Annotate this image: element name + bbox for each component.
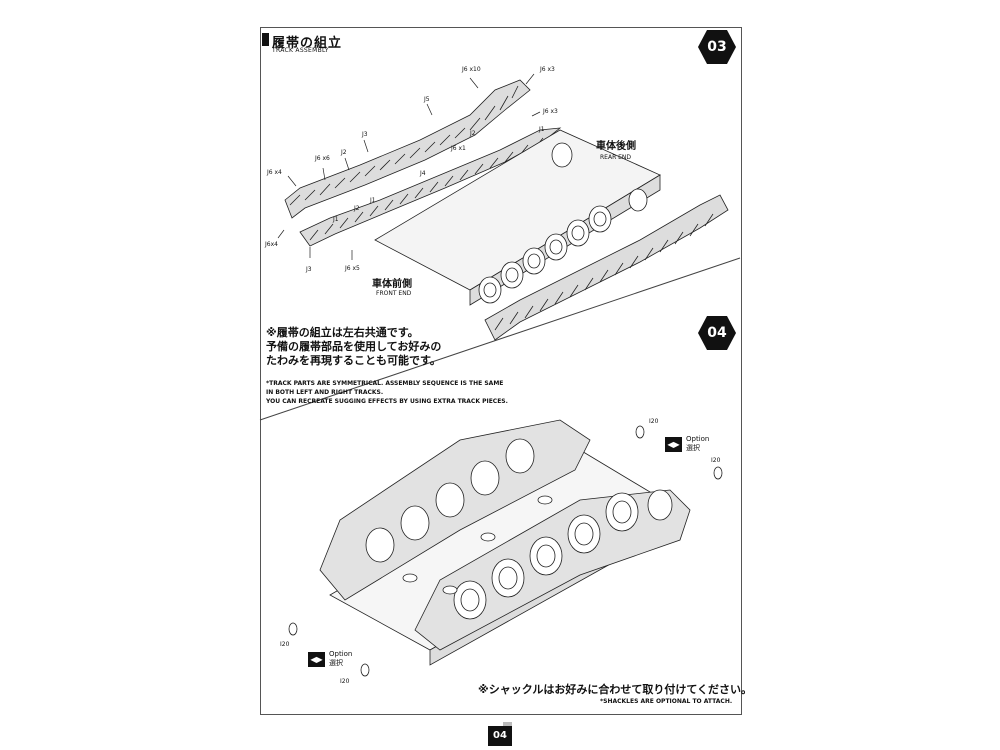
option-label-en: Option: [329, 650, 353, 658]
note-jp-line: ※履帯の組立は左右共通です。: [266, 326, 419, 339]
hexagon-icon: [698, 316, 736, 350]
part-label: I20: [280, 641, 290, 648]
part-label: J3: [362, 131, 368, 138]
step-number: 03: [707, 39, 727, 55]
part-label: I20: [340, 678, 350, 685]
part-label: J2: [341, 149, 347, 156]
part-label: J6 x1: [451, 145, 466, 152]
option-arrows-icon: ◀▶: [665, 436, 682, 452]
hexagon-icon: [698, 30, 736, 64]
note-en-line: *TRACK PARTS ARE SYMMETRICAL. ASSEMBLY S…: [266, 380, 504, 387]
step-divider: [259, 257, 741, 421]
part-label: J6 x3: [543, 108, 558, 115]
rear-end-label-en: REAR END: [600, 154, 632, 161]
note-jp-line: たわみを再現することも可能です。: [266, 354, 441, 367]
title-marker: [262, 33, 269, 46]
part-label: J1: [333, 216, 339, 223]
part-label: J3: [306, 266, 312, 273]
note-jp: ※履帯の組立は左右共通です。 予備の履帯部品を使用してお好みの たわみを再現する…: [266, 326, 441, 368]
front-end-label-jp: 車体前側: [372, 279, 412, 290]
option-label-jp: 選択: [686, 444, 700, 452]
part-label: I20: [649, 418, 659, 425]
option-arrows-icon: ◀▶: [308, 651, 325, 667]
part-label: J6x4: [265, 241, 278, 248]
part-label: J6 x4: [267, 169, 282, 176]
step3-arrows: [277, 73, 541, 260]
step-badge-03: 03: [698, 30, 736, 64]
note-en: *TRACK PARTS ARE SYMMETRICAL. ASSEMBLY S…: [266, 379, 508, 406]
part-label: J6 x5: [345, 265, 360, 272]
part-label: J6 x6: [315, 155, 330, 162]
section-title-en: TRACK ASSEMBLY: [272, 47, 329, 54]
step-number: 04: [707, 325, 727, 341]
upper-track-run: [284, 79, 531, 219]
completed-track-loop: [484, 194, 729, 341]
part-label: J4: [420, 170, 426, 177]
part-label: J6 x3: [540, 66, 555, 73]
note-jp-line: 予備の履帯部品を使用してお好みの: [266, 340, 442, 353]
step3-track-parts: [284, 79, 729, 341]
note-en-line: YOU CAN RECREATE SUGGING EFFECTS BY USIN…: [266, 398, 508, 405]
part-label: J5: [424, 96, 430, 103]
section-title-jp: 履帯の組立: [272, 36, 343, 51]
page-tab: [503, 722, 512, 728]
front-end-label-en: FRONT END: [376, 290, 412, 297]
shackle-note-en: *SHACKLES ARE OPTIONAL TO ATTACH.: [600, 698, 733, 705]
option-marker-bottom: ◀▶ Option 選択: [308, 650, 352, 668]
shackle-note-jp: ※シャックルはお好みに合わせて取り付けてください。: [478, 683, 753, 696]
option-label-en: Option: [686, 435, 710, 443]
part-label: I20: [711, 457, 721, 464]
note-en-line: IN BOTH LEFT AND RIGHT TRACKS.: [266, 389, 384, 396]
step-badge-04: 04: [698, 316, 736, 350]
page-number: 04: [488, 726, 512, 746]
part-label: J1: [370, 197, 376, 204]
part-label: J1: [539, 126, 545, 133]
option-marker-top: ◀▶ Option 選択: [665, 435, 709, 453]
option-label-jp: 選択: [329, 659, 343, 667]
rear-end-label-jp: 車体後側: [596, 141, 636, 152]
step4-chassis: [319, 419, 691, 666]
part-label: J2: [354, 205, 360, 212]
hull-body: [374, 129, 661, 306]
lower-track-run: [299, 127, 562, 247]
shackle-parts: [288, 425, 723, 677]
part-label: J6 x10: [462, 66, 481, 73]
part-label: J2: [470, 130, 476, 137]
